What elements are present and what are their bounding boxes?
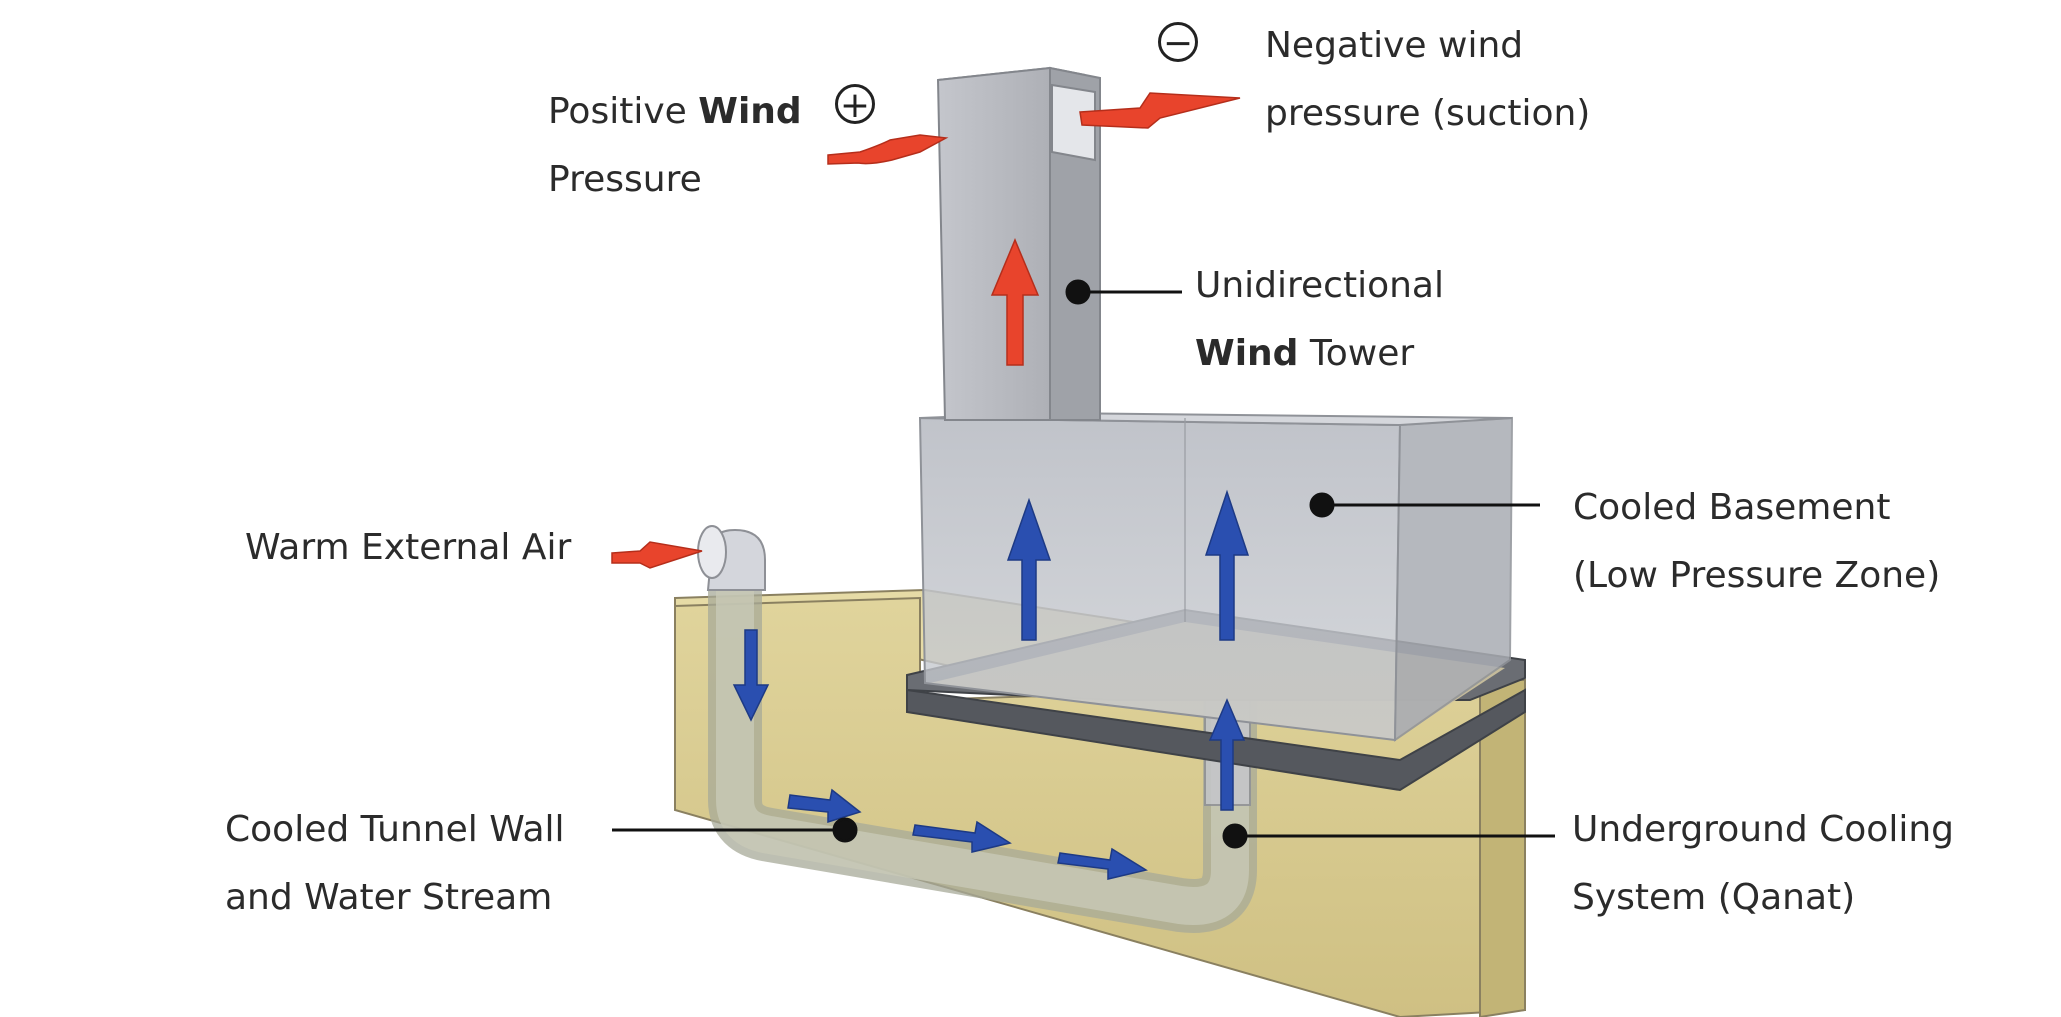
label-wind-tower: Unidirectional Wind Tower xyxy=(1195,252,1444,388)
dot-qanat xyxy=(1222,823,1248,849)
label-warm-external-air: Warm External Air xyxy=(245,514,571,582)
arrow-tunnel-flow-3 xyxy=(1057,847,1148,880)
label-tunnel-wall-line2: and Water Stream xyxy=(225,877,553,918)
cool-air-arrows xyxy=(732,489,1250,880)
arrow-basement-up-left xyxy=(1006,497,1052,641)
arrow-riser-up xyxy=(1208,698,1246,811)
label-basement-line2: (Low Pressure Zone) xyxy=(1573,555,1941,596)
label-qanat-line1: Underground Cooling xyxy=(1572,809,1955,850)
dot-basement xyxy=(1309,492,1335,518)
wind-tower xyxy=(936,66,1101,421)
label-negative-wind-pressure: Negative wind pressure (suction) xyxy=(1265,12,1590,148)
label-qanat: Underground Cooling System (Qanat) xyxy=(1572,796,1954,932)
tower-outlet-opening xyxy=(1051,83,1096,162)
arrow-tunnel-down xyxy=(732,629,770,722)
tower-front xyxy=(936,66,1051,421)
arrow-warm-external-air xyxy=(611,541,703,569)
label-cooled-tunnel-wall: Cooled Tunnel Wall and Water Stream xyxy=(225,796,565,932)
warm-air-arrows xyxy=(611,92,1241,569)
label-qanat-line2: System (Qanat) xyxy=(1572,877,1856,918)
label-negative-wind-line2: pressure (suction) xyxy=(1265,93,1591,134)
label-positive-wind-line2: Pressure xyxy=(548,159,702,200)
label-positive-wind-pressure: Positive Wind Pressure xyxy=(548,78,802,214)
arrow-tunnel-flow-1 xyxy=(787,788,862,824)
arrow-tunnel-flow-2 xyxy=(912,820,1012,853)
arrow-positive-wind xyxy=(827,134,949,165)
dot-wind-tower xyxy=(1065,279,1091,305)
arrow-basement-up-right xyxy=(1204,489,1250,641)
leader-lines xyxy=(612,279,1555,849)
basement-box xyxy=(906,411,1526,792)
label-wind-tower-line2a: Wind xyxy=(1195,333,1299,374)
arrow-tower-up xyxy=(990,238,1040,366)
arrow-negative-wind xyxy=(1079,92,1241,129)
minus-sign-icon: − xyxy=(1158,22,1198,63)
label-negative-wind-line1: Negative wind xyxy=(1265,25,1524,66)
dot-tunnel-wall xyxy=(832,817,858,843)
label-tunnel-wall-line1: Cooled Tunnel Wall xyxy=(225,809,565,850)
label-positive-wind-line1a: Positive xyxy=(548,91,699,132)
label-basement-line1: Cooled Basement xyxy=(1573,487,1891,528)
basement-front-glass xyxy=(918,416,1402,742)
label-wind-tower-line1: Unidirectional xyxy=(1195,265,1444,306)
qanat-tunnel xyxy=(697,525,1257,933)
label-positive-wind-line1b: Wind xyxy=(698,91,802,132)
plus-sign-icon: + xyxy=(835,84,875,125)
label-warm-air-line1: Warm External Air xyxy=(245,527,572,568)
label-cooled-basement: Cooled Basement (Low Pressure Zone) xyxy=(1573,474,1940,610)
label-wind-tower-line2b: Tower xyxy=(1298,333,1415,374)
